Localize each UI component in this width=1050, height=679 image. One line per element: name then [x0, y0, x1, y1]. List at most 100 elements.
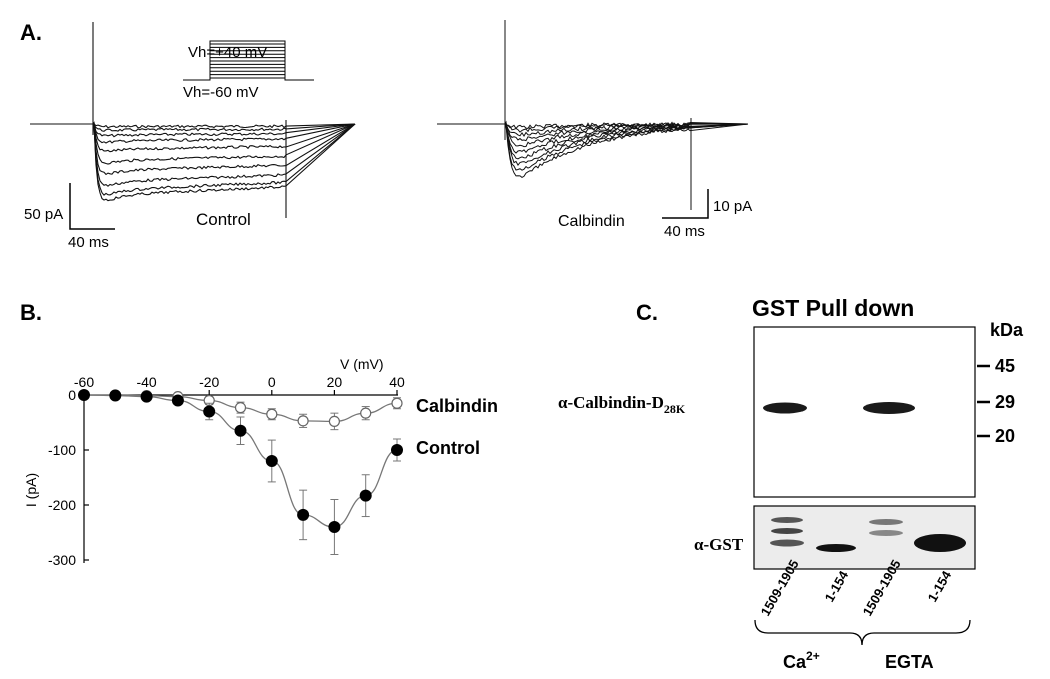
- calbindin-scale-y-label: 10 pA: [713, 198, 752, 215]
- y-axis-ticks: 0 -100 -200 -300: [48, 387, 89, 568]
- lane-label-4: 1-154: [925, 568, 955, 605]
- control-scale-bar-lines: [69, 183, 115, 230]
- calbindin-scale-x-label: 40 ms: [664, 223, 705, 240]
- gst-blot: [753, 505, 976, 570]
- group1-label: Ca2+: [783, 649, 820, 672]
- data-point: [78, 389, 90, 401]
- calbindin-trace: [437, 122, 748, 137]
- calbindin-trace: [437, 121, 749, 160]
- condition-brackets: [754, 619, 971, 646]
- x-tick-label: 40: [389, 374, 405, 390]
- x-tick-label: 20: [327, 374, 343, 390]
- gst-band-lane1-b: [771, 528, 803, 534]
- panel-c-label: C.: [636, 300, 658, 325]
- protocol-top-label: Vh=+40 mV: [188, 44, 267, 61]
- calbindin-blot: [753, 326, 976, 498]
- y-tick-label: -100: [48, 442, 76, 458]
- calbindin-blot-label-main: α-Calbindin-D: [558, 393, 664, 412]
- group1-label-sup: 2+: [806, 649, 820, 663]
- data-point: [266, 408, 278, 420]
- control-trace: [30, 121, 356, 187]
- control-trace-label: Control: [196, 210, 251, 229]
- gst-band-lane4: [914, 534, 966, 552]
- control-trace: [30, 123, 356, 196]
- control-trace: [30, 123, 356, 138]
- data-point: [391, 397, 403, 409]
- group1-label-base: Ca: [783, 652, 807, 672]
- panel-a-label: A.: [20, 20, 42, 45]
- data-point: [234, 424, 247, 437]
- series-line: [83, 394, 398, 528]
- marker-45-label: 45: [995, 356, 1015, 376]
- series-control: [78, 389, 403, 555]
- calbindin-scale-bar-lines: [662, 189, 709, 219]
- control-scale-bar: 50 pA 40 ms: [24, 183, 115, 251]
- x-tick-label: 0: [268, 374, 276, 390]
- y-axis-label: I (pA): [23, 473, 39, 507]
- y-tick-label: -300: [48, 552, 76, 568]
- calbindin-blot-label: α-Calbindin-D28K: [558, 393, 686, 416]
- control-trace: [30, 123, 356, 153]
- protocol-outline: [183, 40, 314, 81]
- control-scale-y-label: 50 pA: [24, 206, 63, 223]
- group2-label: EGTA: [885, 652, 934, 672]
- protocol-steps: [183, 40, 314, 81]
- x-tick-label: -60: [74, 374, 94, 390]
- data-point: [234, 402, 247, 414]
- control-trace: [30, 123, 356, 132]
- data-point: [109, 389, 122, 402]
- calbindin-scale-bar: 10 pA 40 ms: [662, 189, 752, 240]
- gst-blot-label: α-GST: [694, 535, 744, 554]
- control-scale-x-label: 40 ms: [68, 234, 109, 251]
- control-trace: [30, 121, 356, 165]
- lane-label-2: 1-154: [822, 568, 852, 605]
- x-axis-ticks: -60 -40 -20 0 20 40: [74, 374, 405, 395]
- data-point: [203, 405, 216, 418]
- data-point: [360, 407, 372, 419]
- data-point: [140, 390, 153, 403]
- pulldown-title: GST Pull down: [752, 295, 914, 321]
- y-tick-label: -200: [48, 497, 76, 513]
- gst-band-lane3-b: [869, 530, 903, 536]
- data-point: [171, 394, 184, 407]
- control-trace: [30, 123, 356, 202]
- kda-label: kDa: [990, 320, 1024, 340]
- control-current-traces: [30, 22, 356, 218]
- control-trace: [30, 121, 356, 176]
- data-point: [297, 415, 309, 427]
- control-trace: [30, 123, 356, 129]
- control-trace: [30, 122, 356, 144]
- mw-markers: 45 29 20: [977, 356, 1015, 446]
- x-tick-label: -20: [199, 374, 219, 390]
- data-point: [265, 455, 278, 467]
- calbindin-current-traces: [437, 20, 749, 210]
- series-label-control: Control: [416, 438, 480, 458]
- calbindin-blot-label-sub: 28K: [664, 402, 686, 416]
- voltage-protocol-inset: Vh=+40 mV Vh=-60 mV: [183, 40, 314, 101]
- y-tick-label: 0: [68, 387, 76, 403]
- series-label-calbindin: Calbindin: [416, 396, 498, 416]
- marker-20-label: 20: [995, 426, 1015, 446]
- x-axis-label: V (mV): [340, 356, 384, 372]
- x-tick-label: -40: [136, 374, 156, 390]
- marker-29-label: 29: [995, 392, 1015, 412]
- data-point: [297, 508, 310, 521]
- gst-band-lane3-a: [869, 519, 903, 525]
- calbindin-trace: [437, 123, 749, 178]
- calbindin-band-lane3: [863, 402, 915, 414]
- gst-band-lane1-a: [771, 517, 803, 523]
- protocol-bottom-label: Vh=-60 mV: [183, 84, 258, 101]
- data-point: [391, 444, 403, 456]
- calbindin-trace: [437, 123, 749, 171]
- data-point: [359, 489, 372, 502]
- calbindin-band-lane1: [763, 402, 807, 414]
- calbindin-trace-label: Calbindin: [558, 213, 625, 230]
- gst-band-lane1-c: [770, 539, 804, 547]
- series-layer: [78, 389, 403, 555]
- data-point: [328, 415, 340, 427]
- gst-band-lane2: [816, 544, 856, 552]
- calbindin-trace: [437, 123, 749, 148]
- data-point: [328, 521, 341, 533]
